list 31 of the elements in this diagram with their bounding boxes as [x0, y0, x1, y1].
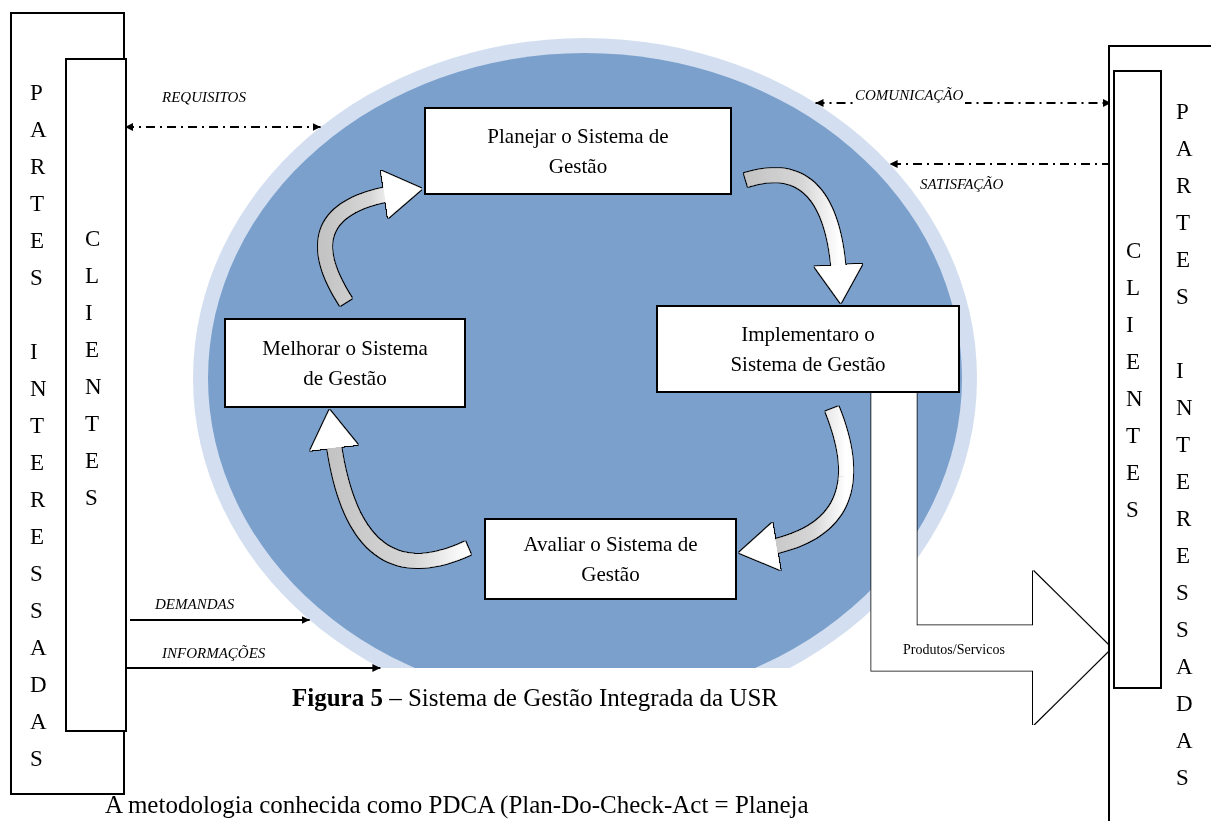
vertical-label: CLIENTES [1126, 237, 1144, 524]
edge-label: DEMANDAS [155, 595, 235, 613]
side-panel [10, 12, 125, 795]
arrow [124, 664, 382, 672]
process-box [656, 305, 960, 393]
figure-caption: Figura 5 – Sistema de Gestão Integrada da USR [291, 684, 779, 712]
arrow [124, 123, 322, 131]
edge-label: INFORMAÇÕES [162, 644, 266, 662]
vertical-label: PARTES INTERESSADAS [1176, 98, 1194, 792]
block-arrow [318, 170, 422, 306]
edge-label: REQUISITOS [162, 88, 246, 106]
side-panel [1108, 45, 1211, 821]
block-arrow [743, 168, 863, 303]
edge-label: Produtos/Servicos [903, 641, 1005, 659]
edge-label: COMUNICAÇÃO [853, 86, 966, 104]
process-label: Implementaro o Sistema de Gestão [729, 321, 887, 378]
edge-label: SATISFAÇÃO [920, 175, 1004, 193]
side-panel [1113, 70, 1162, 689]
process-box [424, 107, 732, 195]
block-arrow [310, 410, 471, 568]
process-box [224, 318, 466, 408]
block-arrow [739, 406, 854, 570]
vertical-label: PARTES INTERESSADAS [30, 79, 48, 773]
process-label: Planejar o Sistema de Gestão [486, 123, 670, 180]
arrow [129, 616, 311, 624]
process-label: Avaliar o Sistema de Gestão [522, 531, 699, 588]
process-box [484, 518, 737, 600]
process-label: Melhorar o Sistema de Gestão [261, 335, 429, 392]
vertical-label: CLIENTES [85, 225, 103, 512]
side-panel [65, 58, 127, 732]
body-paragraph: A metodologia conhecida como PDCA (Plan-Do-Check-Act = Planeja [105, 790, 810, 820]
